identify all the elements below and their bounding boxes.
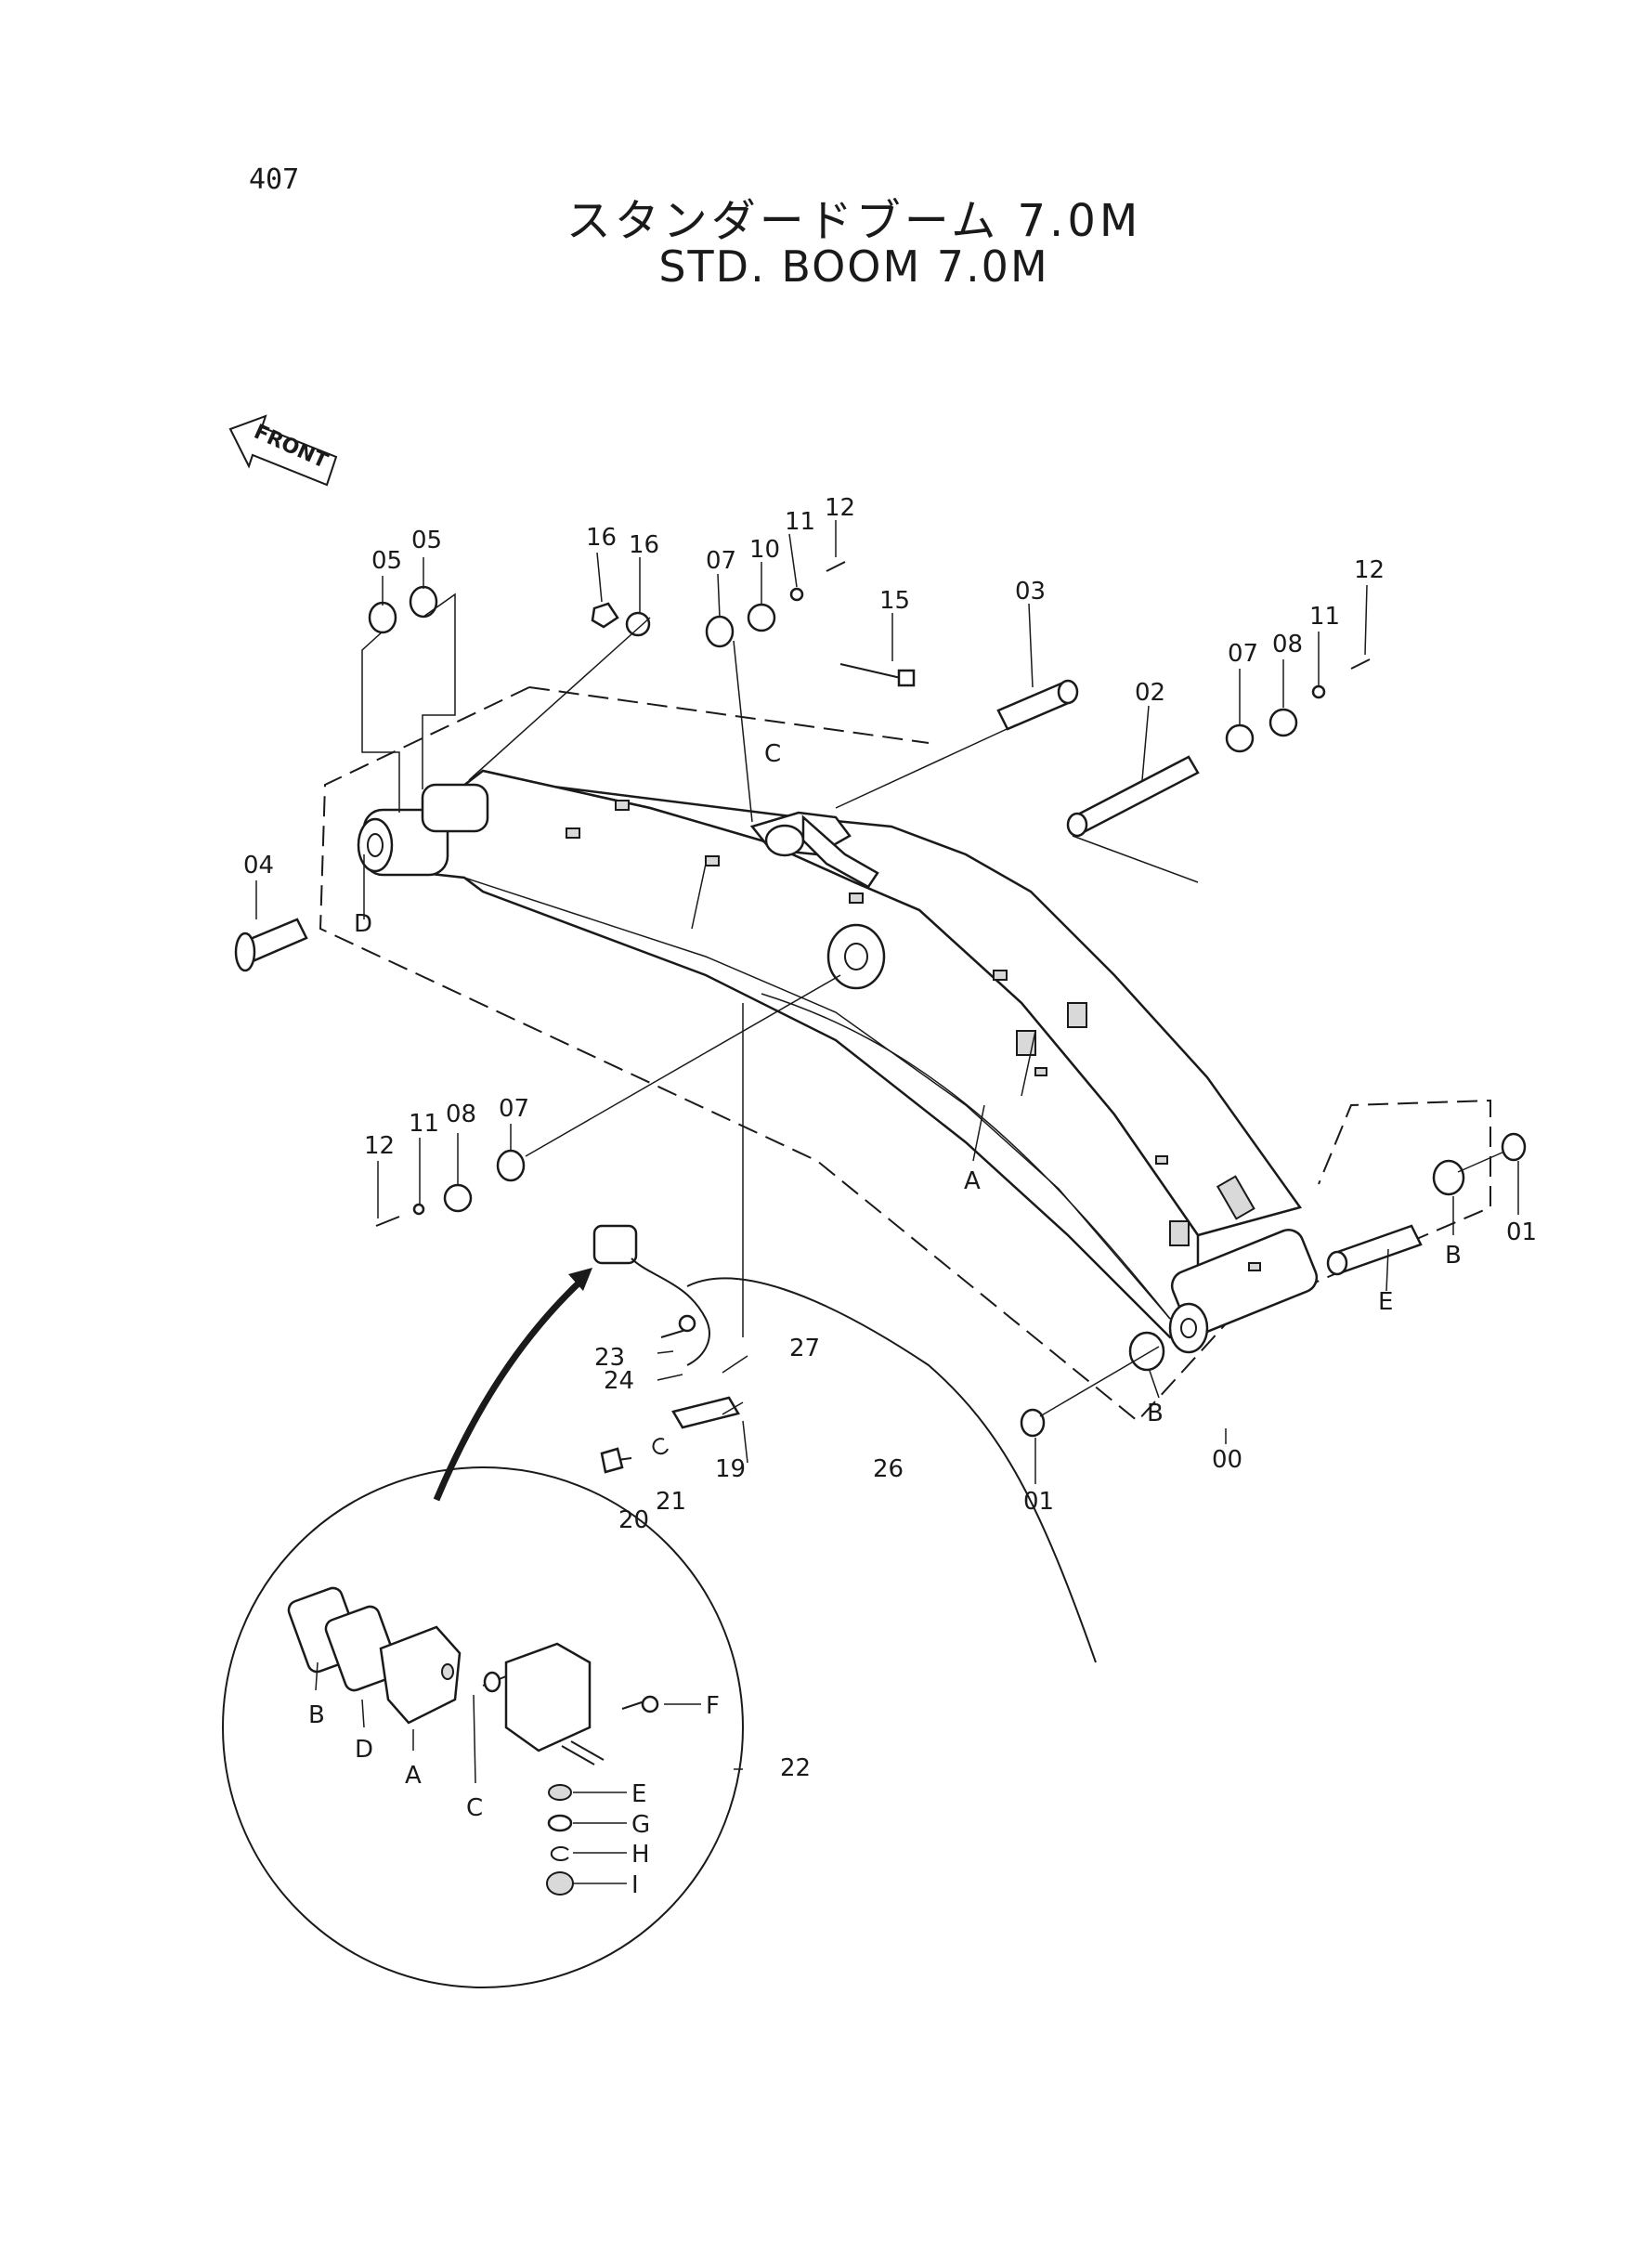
front-arrow-label: FRONT: [251, 421, 332, 474]
label-05-right: 05: [411, 527, 442, 554]
label-16-left: 16: [586, 524, 617, 552]
label-B-bottom: B: [1147, 1400, 1164, 1427]
title-english: STD. BOOM 7.0M: [658, 241, 1049, 292]
title-japanese: スタンダードブーム 7.0M: [566, 195, 1142, 247]
detail-arrow-head: [568, 1268, 592, 1291]
label-A: A: [964, 1167, 981, 1195]
label-08-left: 08: [446, 1101, 476, 1128]
label-03: 03: [1015, 578, 1046, 606]
label-12-left: 12: [364, 1132, 395, 1160]
leader-lines: [255, 520, 1519, 1663]
label-01-bottom: 01: [1023, 1488, 1054, 1516]
label-B-right: B: [1445, 1242, 1462, 1270]
label-04: 04: [243, 852, 274, 879]
detail-label-A: A: [405, 1762, 422, 1790]
part-labels: 05 05 16 16 07 10 11 12 15 03 02 07 08 1…: [243, 494, 1537, 1899]
detail-label-G: G: [631, 1811, 650, 1839]
label-C-top: C: [764, 740, 781, 768]
page-number: 407: [249, 163, 300, 196]
label-27: 27: [789, 1335, 820, 1362]
detail-label-E: E: [631, 1780, 646, 1808]
label-00: 00: [1212, 1446, 1242, 1474]
label-24: 24: [604, 1367, 634, 1395]
detail-label-H: H: [631, 1841, 650, 1869]
label-19: 19: [715, 1455, 746, 1483]
detail-circle: [222, 1466, 744, 1988]
lamp-wiring: [592, 1224, 748, 1474]
detail-label-B: B: [308, 1701, 325, 1729]
label-22: 22: [780, 1754, 811, 1782]
label-11-right: 11: [1309, 603, 1340, 631]
label-16-right: 16: [629, 531, 659, 559]
label-07-left: 07: [499, 1095, 529, 1123]
label-21: 21: [656, 1488, 686, 1516]
label-12-right: 12: [1354, 556, 1385, 584]
label-12-top: 12: [825, 494, 855, 522]
assembly-outline: [319, 686, 1491, 1423]
front-arrow-icon: FRONT: [228, 414, 338, 487]
label-15: 15: [879, 587, 910, 615]
label-11-left: 11: [409, 1110, 439, 1138]
label-26: 26: [873, 1455, 904, 1483]
boom-body: [357, 769, 1319, 1354]
detail-label-C: C: [466, 1794, 483, 1822]
detail-label-D: D: [355, 1736, 373, 1764]
detail-label-F: F: [706, 1692, 720, 1720]
loose-parts: [234, 561, 1527, 1438]
label-02: 02: [1135, 679, 1165, 707]
label-01-right: 01: [1506, 1218, 1537, 1246]
label-07-top: 07: [706, 547, 736, 575]
label-23: 23: [594, 1344, 625, 1372]
label-10: 10: [749, 536, 780, 564]
detail-arrow: [433, 1274, 588, 1502]
label-20: 20: [618, 1506, 649, 1534]
label-05-left: 05: [371, 547, 402, 575]
label-08-right: 08: [1272, 631, 1303, 658]
label-07-right: 07: [1228, 640, 1258, 668]
detail-label-I: I: [631, 1871, 639, 1899]
label-D: D: [354, 910, 372, 938]
label-E: E: [1378, 1288, 1393, 1316]
label-11-top: 11: [785, 508, 815, 536]
